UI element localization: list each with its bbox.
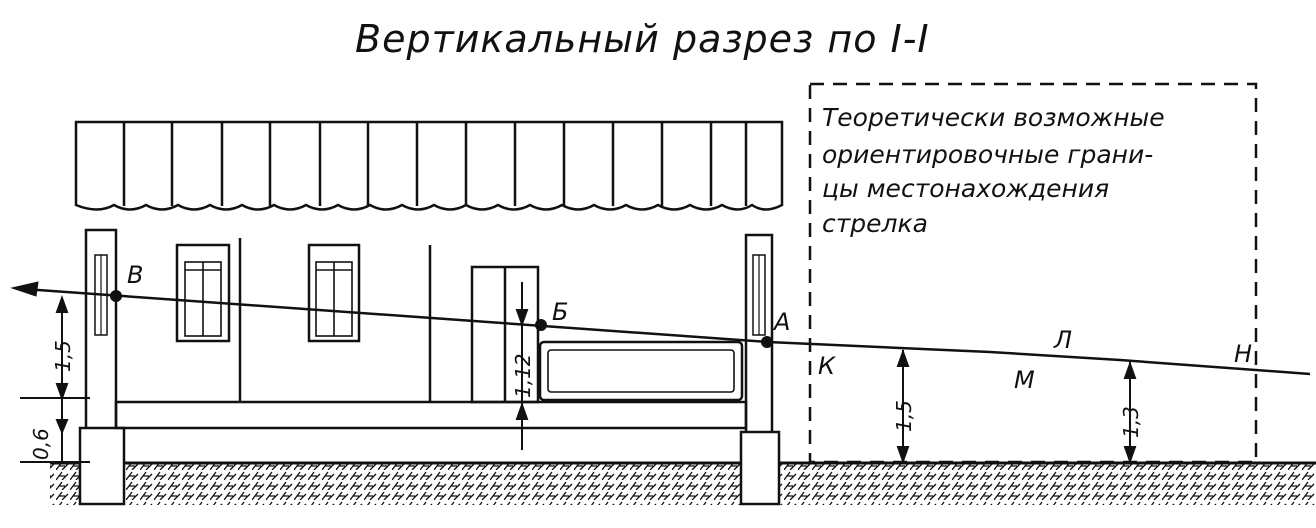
- point-m-label: М: [1014, 366, 1035, 394]
- window-2: [307, 243, 361, 343]
- point-a-label: А: [772, 308, 790, 336]
- possible-zone-boundary: [808, 82, 1258, 464]
- base-sill: [114, 400, 748, 430]
- dim-ground-m: 1,3: [1119, 406, 1143, 438]
- soil-hatching: [50, 463, 1316, 505]
- left-pillar: [78, 228, 126, 506]
- ground: [50, 461, 1316, 505]
- display-window: [538, 340, 744, 402]
- point-k-label: К: [818, 352, 836, 380]
- point-n-label: Н: [1234, 340, 1252, 368]
- drawing-title: Вертикальный разрез по I-I: [355, 17, 930, 61]
- awning: [74, 120, 784, 211]
- ground-dimension-m: [1123, 361, 1137, 464]
- point-v-label: В: [127, 261, 143, 289]
- point-b-marker: [535, 319, 547, 331]
- note-line-1: Теоретически возможные: [822, 103, 1165, 132]
- door: [470, 265, 540, 404]
- dim-left-upper: 1,5: [51, 340, 75, 372]
- ground-dimension-k: [896, 349, 910, 464]
- dim-left-lower: 0,6: [29, 428, 53, 460]
- note-line-2: ориентировочные грани-: [822, 140, 1153, 169]
- building-facade: [114, 238, 748, 430]
- note-line-4: стрелка: [822, 209, 928, 238]
- right-pillar: [739, 233, 781, 506]
- note-line-3: цы местонахождения: [822, 174, 1109, 203]
- point-b-label: Б: [552, 298, 568, 326]
- trajectory: [10, 281, 1311, 376]
- dim-ground-k: 1,5: [892, 400, 916, 432]
- point-a-marker: [761, 336, 773, 348]
- trajectory-line: [23, 287, 1311, 376]
- point-v-marker: [110, 290, 122, 302]
- trajectory-arrowhead: [10, 281, 39, 297]
- dim-window-height: 1,12: [511, 353, 535, 398]
- point-l-label: Л: [1053, 326, 1072, 354]
- trajectory-points: [110, 290, 773, 348]
- left-dimension-lines: [20, 295, 90, 463]
- zone-note: Теоретически возможные ориентировочные г…: [822, 103, 1165, 238]
- window-dimension-lines: [515, 282, 529, 450]
- window-1: [175, 243, 231, 343]
